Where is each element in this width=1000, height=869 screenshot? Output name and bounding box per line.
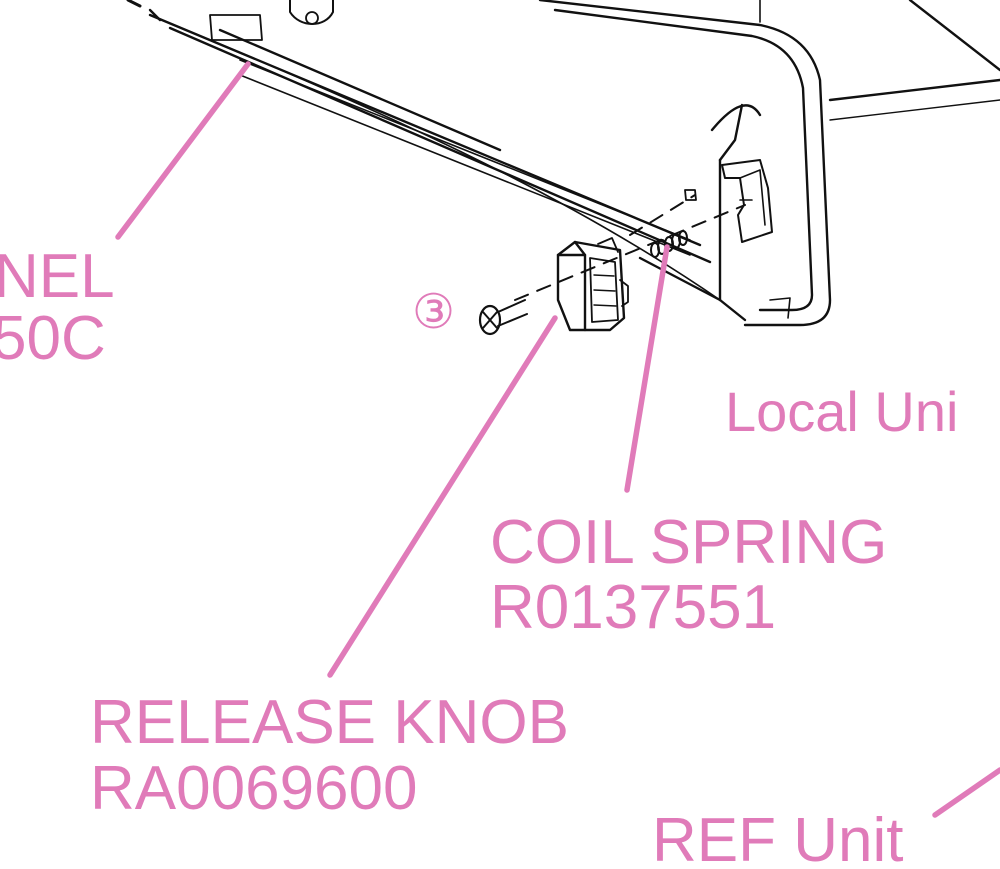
release-knob-name: RELEASE KNOB	[90, 688, 569, 757]
screw-ref-number: ③	[412, 284, 456, 340]
coil-spring-part-number: R0137551	[490, 573, 777, 642]
panel-part-number: 50C	[0, 304, 106, 373]
ref-unit-label: REF Unit	[652, 806, 904, 869]
local-unit-label: Local Uni	[725, 380, 959, 443]
axis-pin	[684, 189, 697, 201]
ref-unit-leader-line	[932, 767, 1000, 818]
coil-spring-leader-line	[624, 244, 670, 493]
housing-drawing	[538, 0, 1000, 327]
panel-name-label: NEL	[0, 242, 115, 311]
release-knob-leader-line	[327, 315, 558, 678]
coil-spring-name: COIL SPRING	[490, 508, 888, 577]
release-knob-drawing	[556, 237, 629, 332]
screw-drawing	[478, 299, 528, 336]
release-knob-part-number: RA0069600	[90, 754, 418, 823]
front-panel-drawing	[126, 0, 747, 322]
exploded-axis	[514, 194, 746, 301]
panel-leader-line	[115, 61, 251, 240]
